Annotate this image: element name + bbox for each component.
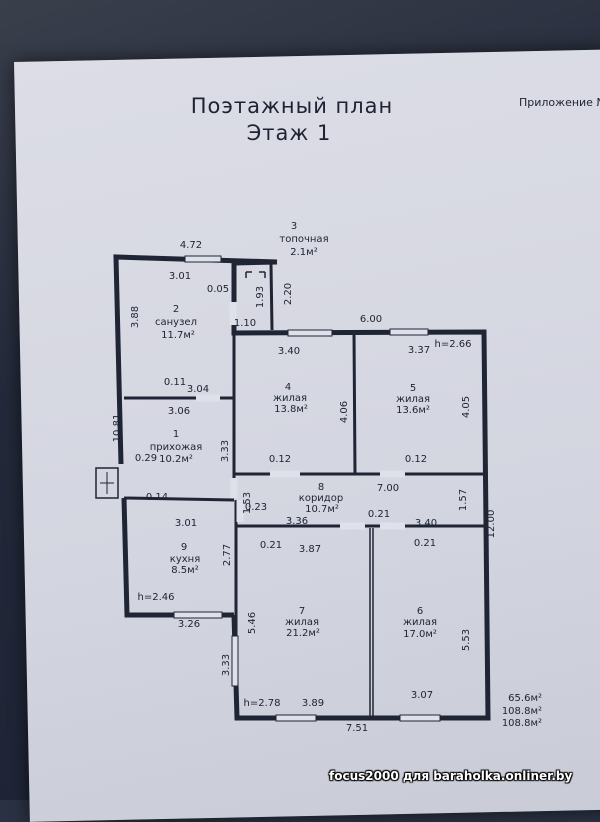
dim-label: 3.36 (286, 516, 308, 527)
dim-label: 3.04 (187, 384, 209, 395)
room-1-name: прихожая (150, 442, 203, 453)
dim-label: 5.53 (461, 629, 472, 651)
room-7-number: 7 (299, 606, 305, 617)
room-9-area: 8.5м² (171, 565, 198, 576)
room-5-area: 13.6м² (396, 405, 430, 416)
dim-label: 3.40 (278, 346, 300, 357)
room-2-name: санузел (155, 317, 197, 328)
room-3-name: топочная (279, 234, 328, 245)
room-8-area: 10.7м² (305, 504, 339, 515)
height-label: h=2.78 (244, 698, 281, 709)
dim-label: 3.07 (411, 690, 433, 701)
dim-label: 3.87 (299, 544, 321, 555)
room-6-number: 6 (417, 606, 423, 617)
dim-label: 0.12 (269, 454, 291, 465)
dim-label: 0.29 (135, 453, 157, 464)
total-area-line-1: 65.6м² (508, 693, 542, 704)
total-area-line-2: 108.8м² (502, 706, 542, 717)
room-3-number: 3 (291, 221, 297, 232)
dim-label: 7.00 (377, 483, 399, 494)
room-1-area: 10.2м² (159, 454, 193, 465)
dim-label: 4.05 (461, 396, 472, 418)
dim-label: 1.93 (255, 286, 266, 308)
dim-label: 12.00 (486, 510, 497, 539)
dim-label: 3.06 (168, 406, 190, 417)
dim-label: 4.72 (180, 240, 202, 251)
dim-label: 1.57 (458, 489, 469, 511)
room-labels: 2 санузел 11.7м² 3 топочная 2.1м² 1 прих… (150, 221, 437, 640)
room-2-area: 11.7м² (161, 330, 195, 341)
room-5-name: жилая (396, 394, 430, 405)
dim-label: 0.14 (146, 492, 168, 503)
room-9-number: 9 (181, 542, 187, 553)
dim-label: 4.06 (339, 401, 350, 423)
floor-plan: Поэтажный план Этаж 1 Приложение № (95, 94, 600, 734)
dim-label: 0.23 (245, 502, 267, 513)
dim-label: 3.37 (408, 345, 430, 356)
dim-label: 3.26 (178, 619, 200, 630)
dim-label: 5.46 (247, 612, 258, 634)
plan-title: Поэтажный план (191, 94, 394, 118)
floor-title: Этаж 1 (247, 121, 332, 145)
appendix-label: Приложение № (519, 96, 600, 109)
dim-label: 1.10 (234, 318, 256, 329)
dimension-labels: 4.72 3.01 0.05 1.93 2.20 3.88 1.10 6.00 … (112, 240, 497, 734)
dim-label: 3.40 (415, 518, 437, 529)
room-4-area: 13.8м² (274, 404, 308, 415)
room-6-area: 17.0м² (403, 629, 437, 640)
dim-label: 7.51 (346, 723, 368, 734)
room-8-name: коридор (299, 493, 343, 504)
dim-label: 2.20 (283, 283, 294, 305)
dim-label: 3.33 (220, 440, 231, 462)
total-area-line-3: 108.8м² (502, 718, 542, 729)
dim-label: 1.53 (242, 492, 253, 514)
dim-label: 3.01 (169, 271, 191, 282)
dim-label: 3.01 (175, 518, 197, 529)
door-openings (196, 302, 405, 530)
room-9-name: кухня (170, 554, 200, 565)
area-totals: 65.6м² 108.8м² 108.8м² (502, 693, 542, 729)
room-5-number: 5 (410, 383, 416, 394)
room-2-number: 2 (173, 304, 179, 315)
dim-label: 0.12 (405, 454, 427, 465)
room-7-area: 21.2м² (286, 628, 320, 639)
dim-label: 6.00 (360, 314, 382, 325)
dim-label: 3.89 (302, 698, 324, 709)
room-6-name: жилая (403, 617, 437, 628)
dim-label: 0.11 (164, 377, 186, 388)
dim-label: 3.88 (130, 306, 141, 328)
dim-label: 0.21 (260, 540, 282, 551)
room-7-name: жилая (285, 617, 319, 628)
height-label: h=2.46 (138, 592, 175, 603)
dim-label: 2.77 (222, 544, 233, 566)
dim-label: 3.33 (221, 654, 232, 676)
room-8-number: 8 (318, 482, 324, 493)
dim-label: 0.21 (368, 509, 390, 520)
dim-label: 0.05 (207, 284, 229, 295)
height-label: h=2.66 (435, 339, 472, 350)
windows (173, 255, 441, 722)
room-1-number: 1 (173, 429, 179, 440)
room-3-area: 2.1м² (290, 247, 317, 258)
watermark: focus2000 для baraholka.onliner.by (329, 769, 573, 783)
room-4-name: жилая (273, 393, 307, 404)
entrance-porch (95, 467, 119, 499)
dim-label: 10.81 (112, 414, 123, 443)
dim-label: 0.21 (414, 538, 436, 549)
room-4-number: 4 (285, 382, 291, 393)
boiler-room-marks (245, 271, 266, 278)
